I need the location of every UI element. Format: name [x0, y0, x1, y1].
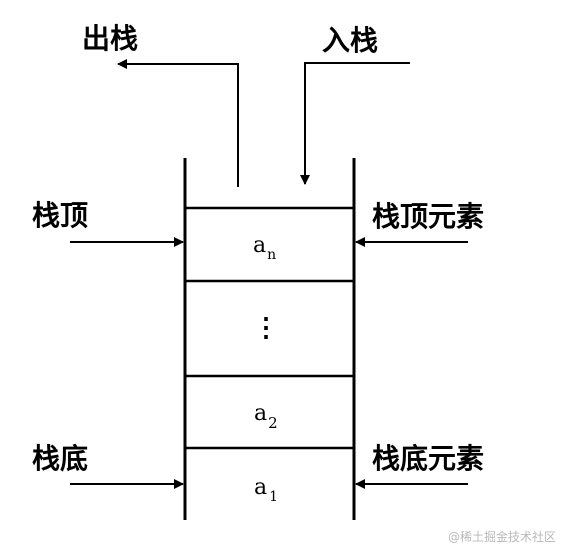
cell-top-element: an	[253, 233, 276, 263]
push-label: 入栈	[322, 24, 378, 57]
cell-second-base: a	[254, 401, 267, 426]
bottom-element-label: 栈底元素	[372, 442, 484, 475]
watermark: @稀土掘金技术社区	[448, 529, 556, 544]
pop-arrow	[117, 59, 239, 187]
cell-second-element: a2	[254, 401, 278, 432]
top-label: 栈顶	[32, 199, 88, 232]
bottom-label: 栈底	[32, 442, 88, 475]
top-element-label: 栈顶元素	[372, 200, 484, 233]
cell-top-subscript: n	[267, 247, 276, 263]
cell-second-subscript: 2	[268, 414, 278, 432]
cell-ellipsis: ⋮	[253, 313, 279, 343]
pop-label: 出栈	[82, 22, 138, 55]
cell-top-base: a	[253, 233, 266, 258]
cell-bottom-base: a	[254, 475, 267, 500]
cell-bottom-subscript: 1	[269, 489, 278, 505]
push-arrow	[300, 62, 410, 185]
